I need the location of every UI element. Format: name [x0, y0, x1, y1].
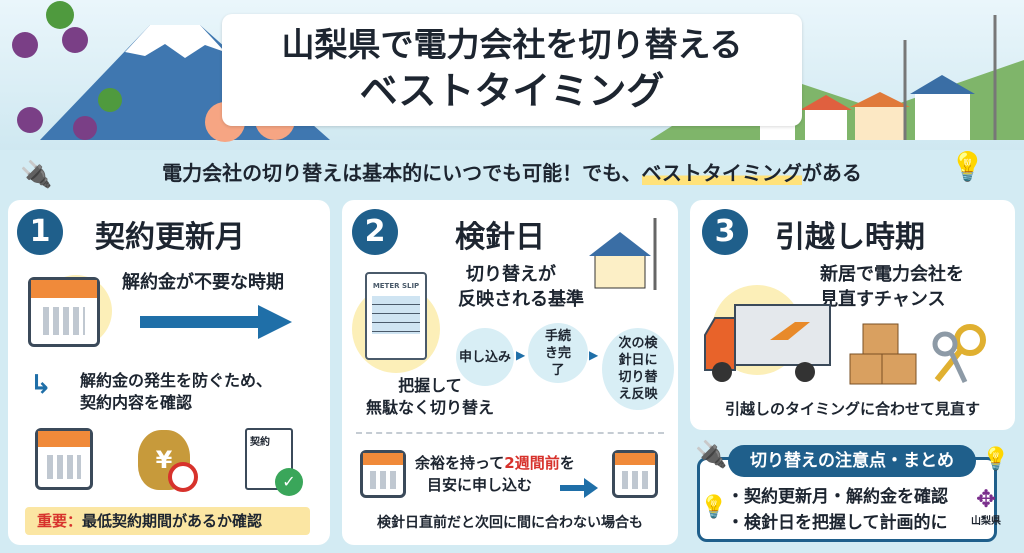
check-icon: ✓: [275, 468, 303, 496]
moving-truck-icon: [704, 304, 831, 382]
step-number-2: 2: [352, 209, 398, 255]
advice-text: 余裕を持って2週間前を目安に申し込む: [415, 454, 575, 494]
step-reflect: 次の検針日に切り替え反映: [602, 328, 674, 410]
calendar-icon: [360, 450, 406, 498]
prohibited-icon: [168, 462, 198, 492]
chevron-right-icon: ▶: [516, 348, 526, 362]
subtitle: 電力会社の切り替えは基本的にいつでも可能！でも、ベストタイミングがある: [162, 161, 862, 185]
summary-bullets: ・契約更新月・解約金を確認・検針日を把握して計画的に: [727, 484, 948, 536]
section-title: 契約更新月: [95, 220, 245, 255]
grapes-icon: [12, 1, 122, 140]
lightbulb-icon: 💡: [950, 150, 985, 183]
calendar-icon: [35, 428, 93, 490]
chevron-right-icon: ▶: [589, 348, 599, 362]
step-apply: 申し込み: [456, 328, 514, 386]
keys-icon: [932, 324, 986, 384]
title-line-2: ベストタイミング: [359, 69, 665, 113]
lead-text: 切り替えが反映される基準: [458, 264, 584, 310]
page-title: 山梨県で電力会社を切り替える ベストタイミング: [222, 14, 802, 126]
houses-icon: [760, 15, 997, 140]
caption-text: 引越しのタイミングに合わせて見直す: [724, 400, 980, 418]
step-number-3: 3: [702, 209, 748, 255]
section-title: 引越し時期: [775, 220, 925, 255]
lightbulb-icon: 💡: [700, 495, 728, 520]
step-number-1: 1: [17, 209, 63, 255]
yamanashi-logo: ✥山梨県: [966, 486, 1006, 527]
title-line-1: 山梨県で電力会社を切り替える: [281, 25, 743, 64]
section-title: 検針日: [455, 220, 545, 255]
note-text: 解約金の発生を防ぐため、契約内容を確認: [80, 371, 273, 412]
lightbulb-icon: 💡: [982, 447, 1010, 472]
summary-bullet: ・検針日を把握して計画的に: [727, 513, 948, 533]
step-complete: 手続き完了: [528, 323, 588, 383]
boxes-icon: [849, 323, 917, 385]
summary-title: 切り替えの注意点・まとめ: [728, 445, 976, 477]
turn-arrow-icon: ↳: [30, 370, 52, 400]
money-bag-icon: ¥: [138, 430, 190, 490]
plug-icon: 🔌: [695, 440, 728, 470]
grasp-text: 把握して無駄なく切り替え: [365, 376, 494, 417]
calendar-icon: [612, 450, 658, 498]
house-icon: [589, 218, 657, 290]
divider: [356, 432, 664, 434]
lead-text: 新居で電力会社を見直すチャンス: [820, 264, 964, 310]
lead-text: 解約金が不要な時期: [122, 272, 284, 293]
important-note: 重要：最低契約期間があるか確認: [25, 507, 310, 535]
meter-slip-icon: METER SLIP: [365, 272, 427, 360]
warning-text: 検針日直前だと次回に間に合わない場合も: [377, 515, 643, 531]
prefecture-emblem-icon: ✥: [975, 485, 997, 513]
calendar-icon: [28, 277, 100, 347]
arrow-right-icon: [140, 305, 292, 339]
arrow-right-icon: [560, 478, 598, 498]
summary-bullet: ・契約更新月・解約金を確認: [727, 487, 948, 507]
plug-icon: 🔌: [20, 160, 53, 190]
